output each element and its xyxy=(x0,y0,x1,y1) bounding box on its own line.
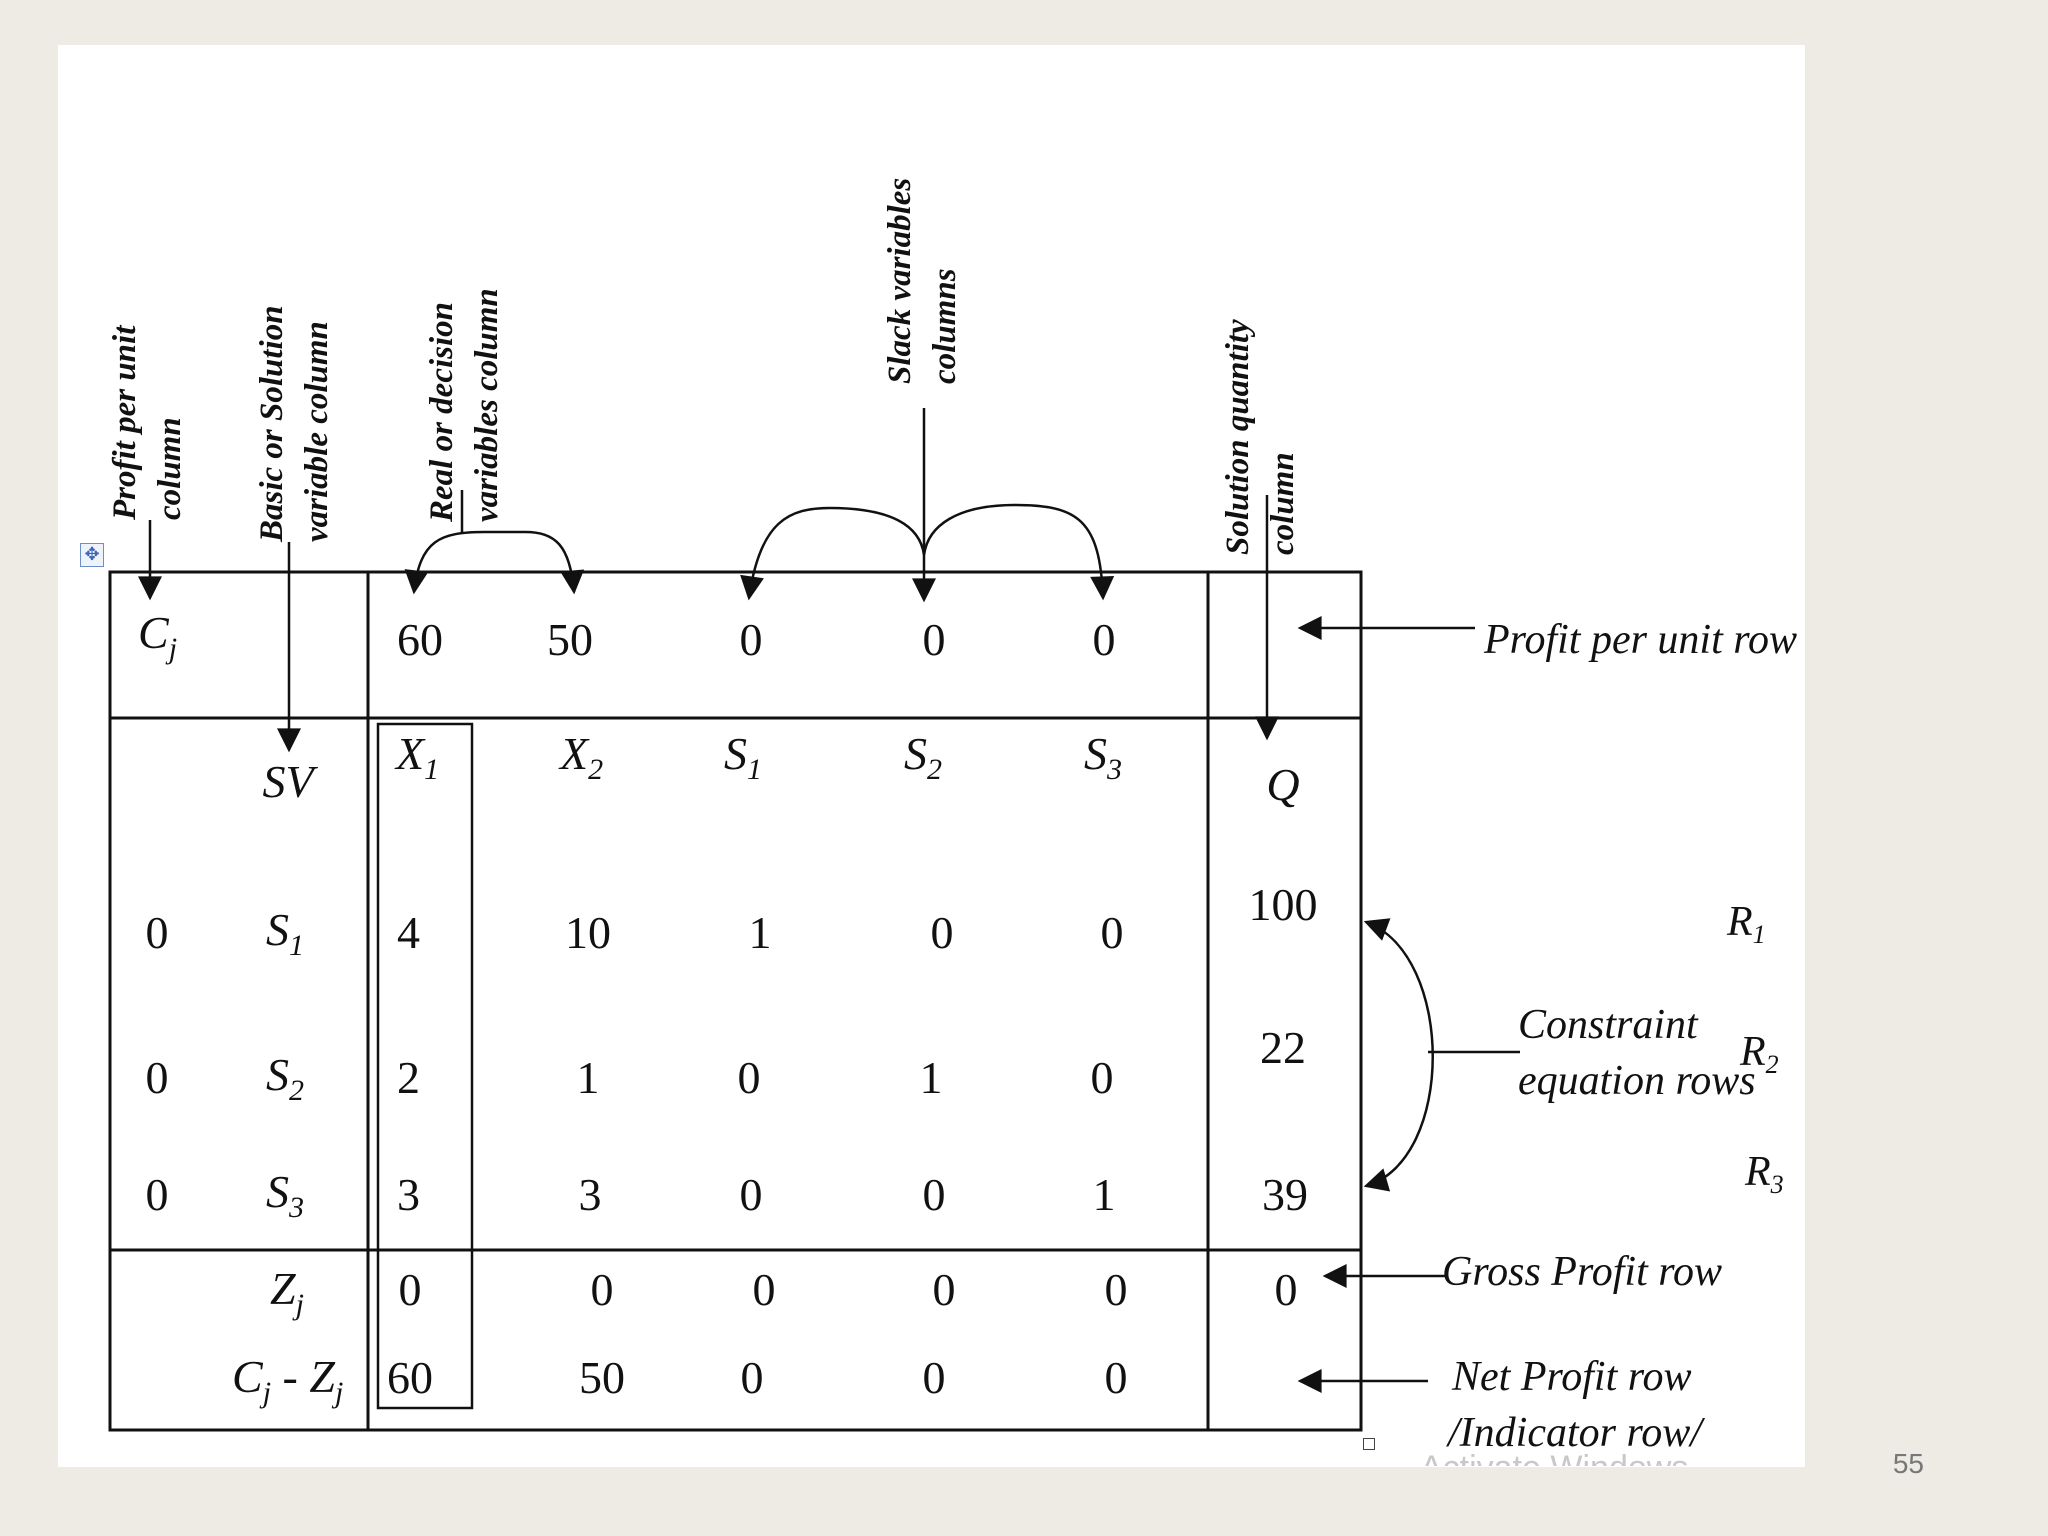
cell-value: 1 xyxy=(577,1052,600,1103)
row-labels: Profit per unit row Constraint equation … xyxy=(1442,617,1797,1456)
net-value: 60 xyxy=(387,1352,433,1403)
label-solution-quantity-l1: Solution quantity xyxy=(1220,319,1256,555)
cell-value: 0 xyxy=(923,1169,946,1220)
sv-value: S2 xyxy=(266,1049,304,1107)
cell-value: 1 xyxy=(1093,1169,1116,1220)
cj-value: 0 xyxy=(740,614,763,665)
cell-value: 0 xyxy=(931,907,954,958)
brace-decision-variables xyxy=(404,530,585,595)
label-solution-quantity-l2: column xyxy=(1265,452,1301,555)
move-cross-icon[interactable]: ✥ xyxy=(80,543,104,567)
label-real-decision-l2: variables column xyxy=(469,288,505,522)
net-value: 50 xyxy=(579,1352,625,1403)
watermark-text: Activate Windows xyxy=(1420,1448,1760,1466)
label-basic-solution-l2: variable column xyxy=(299,321,335,542)
label-net-profit-l2: /Indicator row/ xyxy=(1446,1410,1705,1456)
label-constraint-l1: Constraint xyxy=(1518,1002,1699,1048)
q-value: 22 xyxy=(1260,1022,1306,1073)
zj-value: 0 xyxy=(933,1264,956,1315)
table-border xyxy=(108,570,1363,1432)
label-gross-profit-row: Gross Profit row xyxy=(1442,1249,1722,1295)
cj-value: 50 xyxy=(547,614,593,665)
var-header: S1 xyxy=(724,728,762,786)
q-value: 100 xyxy=(1249,879,1318,930)
cj-value: 0 xyxy=(1093,614,1116,665)
label-slack-l2: columns xyxy=(927,268,963,384)
arc-constraint-rows xyxy=(1363,918,1434,1192)
net-value: 0 xyxy=(1105,1352,1128,1403)
label-slack-l1: Slack variables xyxy=(882,178,918,384)
cell-value: 0 xyxy=(740,1169,763,1220)
cj-minus-zj-row: Cj - Zj 60 50 0 0 0 xyxy=(232,1351,1128,1409)
table-grid xyxy=(108,570,1363,1432)
cell-value: 2 xyxy=(397,1052,420,1103)
label-r1: R1 xyxy=(1726,899,1766,949)
net-value: 0 xyxy=(741,1352,764,1403)
zj-q-value: 0 xyxy=(1275,1264,1298,1315)
cell-value: 0 xyxy=(1101,907,1124,958)
constraint-row: 0 S2 2 1 0 1 0 22 xyxy=(146,1022,1307,1107)
cj-value: 0 xyxy=(923,614,946,665)
cj-value: 60 xyxy=(397,614,443,665)
var-header: S2 xyxy=(904,728,942,786)
cell-value: 3 xyxy=(397,1169,420,1220)
cell-value: 0 xyxy=(1091,1052,1114,1103)
var-header: X2 xyxy=(558,728,603,786)
sv-value: S3 xyxy=(266,1166,304,1224)
resize-square-icon[interactable] xyxy=(1363,1438,1375,1450)
zj-value: 0 xyxy=(1105,1264,1128,1315)
cb-value: 0 xyxy=(146,907,169,958)
cj-minus-zj-label: Cj - Zj xyxy=(232,1351,343,1409)
label-profit-per-unit-row: Profit per unit row xyxy=(1483,617,1797,663)
cell-value: 0 xyxy=(738,1052,761,1103)
cell-value: 4 xyxy=(397,907,420,958)
cb-value: 0 xyxy=(146,1052,169,1103)
header-row: SV X1 X2 S1 S2 S3 Q xyxy=(262,728,1299,810)
q-value: 39 xyxy=(1262,1169,1308,1220)
cb-value: 0 xyxy=(146,1169,169,1220)
label-profit-per-unit-l2: column xyxy=(152,417,188,520)
net-value: 0 xyxy=(923,1352,946,1403)
sv-header: SV xyxy=(262,756,318,807)
cj-label: Cj xyxy=(138,607,177,665)
zj-label: Zj xyxy=(270,1263,304,1321)
row-pointer-arrows xyxy=(1297,616,1520,1393)
label-real-decision-l1: Real or decision xyxy=(424,302,460,523)
label-net-profit-l1: Net Profit row xyxy=(1451,1354,1692,1400)
zj-value: 0 xyxy=(591,1264,614,1315)
label-basic-solution-l1: Basic or Solution xyxy=(254,305,290,543)
cell-value: 1 xyxy=(920,1052,943,1103)
cell-value: 10 xyxy=(565,907,611,958)
constraint-row: 0 S1 4 10 1 0 0 100 xyxy=(146,879,1318,962)
q-header: Q xyxy=(1266,759,1299,810)
slide-panel xyxy=(58,45,1805,1467)
cell-value: 1 xyxy=(749,907,772,958)
constraint-row: 0 S3 3 3 0 0 1 39 xyxy=(146,1166,1309,1224)
column-labels: Profit per unit column Basic or Solution… xyxy=(107,178,1301,555)
label-r2: R2 xyxy=(1739,1029,1779,1079)
pivot-column-box xyxy=(376,722,474,1410)
zj-row: Zj 0 0 0 0 0 0 xyxy=(270,1263,1298,1321)
sv-value: S1 xyxy=(266,904,304,962)
brace-slack-left xyxy=(740,506,926,601)
cell-value: 3 xyxy=(579,1169,602,1220)
label-r3: R3 xyxy=(1744,1149,1784,1199)
cj-row: Cj 60 50 0 0 0 xyxy=(138,607,1116,665)
zj-value: 0 xyxy=(399,1264,422,1315)
brace-slack-right xyxy=(922,503,1115,601)
zj-value: 0 xyxy=(753,1264,776,1315)
column-pointer-arrows xyxy=(138,408,1279,753)
label-profit-per-unit-l1: Profit per unit xyxy=(107,325,143,521)
label-constraint-l2: equation rows xyxy=(1518,1058,1756,1104)
var-header: X1 xyxy=(394,728,439,786)
slide-number: 55 xyxy=(1892,1448,1924,1479)
var-header: S3 xyxy=(1084,728,1122,786)
